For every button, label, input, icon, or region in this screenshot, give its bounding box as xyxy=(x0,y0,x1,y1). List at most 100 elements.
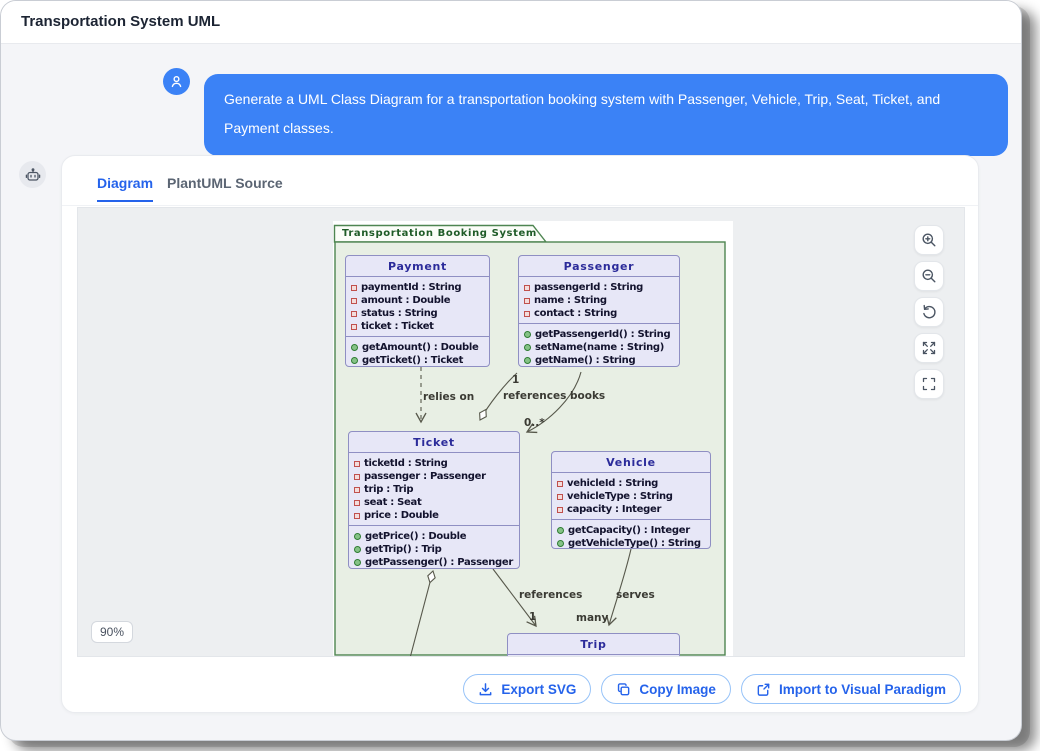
class-name: Trip xyxy=(508,634,679,655)
attributes-section: paymentId : String amount : Double statu… xyxy=(346,277,489,336)
edge-books xyxy=(525,371,582,434)
private-field-icon xyxy=(557,493,563,500)
zoom-out-icon xyxy=(921,268,937,284)
tab-diagram[interactable]: Diagram xyxy=(97,175,154,202)
class-attribute: vehicleId : String xyxy=(567,478,659,489)
edge-label-relies-on: relies on xyxy=(423,391,475,403)
class-attribute: passenger : Passenger xyxy=(364,471,486,482)
class-method: getPassengerId() : String xyxy=(535,329,671,340)
class-attribute: trip : Trip xyxy=(364,484,414,495)
export-svg-label: Export SVG xyxy=(501,681,577,697)
import-visual-paradigm-button[interactable]: Import to Visual Paradigm xyxy=(740,674,961,704)
class-name: Payment xyxy=(346,256,489,277)
class-ticket: Ticket ticketId : String passenger : Pas… xyxy=(348,431,520,569)
user-message-bubble: Generate a UML Class Diagram for a trans… xyxy=(204,74,1008,156)
class-attribute: ticket : Ticket xyxy=(361,321,434,332)
app-header: Transportation System UML xyxy=(1,1,1021,44)
expand-arrows-button[interactable] xyxy=(914,333,944,363)
fullscreen-button[interactable] xyxy=(914,369,944,399)
class-method: getPrice() : Double xyxy=(365,531,467,542)
private-field-icon xyxy=(351,323,357,330)
public-method-icon xyxy=(557,540,564,547)
diagram-card: Diagram PlantUML Source xyxy=(61,155,979,713)
edge-seat-aggregation xyxy=(409,570,436,656)
footer-actions: Export SVG Copy Image Import to Visual P… xyxy=(463,674,961,704)
edge-multiplicity-zero-many: 0..* xyxy=(524,417,545,429)
methods-section: getAmount() : Double getTicket() : Ticke… xyxy=(346,336,489,366)
methods-section: getCapacity() : Integer getVehicleType()… xyxy=(552,519,710,548)
zoom-out-button[interactable] xyxy=(914,261,944,291)
public-method-icon xyxy=(351,344,358,351)
class-attribute: capacity : Integer xyxy=(567,504,662,515)
class-payment: Payment paymentId : String amount : Doub… xyxy=(345,255,490,367)
private-field-icon xyxy=(354,512,360,519)
public-method-icon xyxy=(557,527,564,534)
edge-references-trip xyxy=(492,568,537,628)
class-attribute: seat : Seat xyxy=(364,497,422,508)
class-method: getAmount() : Double xyxy=(362,342,479,353)
class-attribute: amount : Double xyxy=(361,295,451,306)
class-name: Ticket xyxy=(349,432,519,453)
edge-label-references-passenger: references xyxy=(503,390,567,402)
zoom-in-icon xyxy=(921,232,937,248)
copy-image-button[interactable]: Copy Image xyxy=(601,674,731,704)
class-name: Vehicle xyxy=(552,452,710,473)
class-attribute: ticketId : String xyxy=(364,458,448,469)
methods-section: getPrice() : Double getTrip() : Trip get… xyxy=(349,525,519,568)
private-field-icon xyxy=(524,310,530,317)
export-svg-button[interactable]: Export SVG xyxy=(463,674,592,704)
public-method-icon xyxy=(354,559,361,566)
class-passenger: Passenger passengerId : String name : St… xyxy=(518,255,680,367)
private-field-icon xyxy=(354,460,360,467)
public-method-icon xyxy=(354,533,361,540)
zoom-level-badge: 90% xyxy=(91,621,134,643)
class-attribute: paymentId : String xyxy=(361,282,462,293)
class-method: getName() : String xyxy=(535,355,636,366)
class-method: setName(name : String) xyxy=(535,342,665,353)
diagram-viewport[interactable]: Transportation Booking System Payment pa… xyxy=(77,207,965,657)
private-field-icon xyxy=(557,506,563,513)
private-field-icon xyxy=(557,480,563,487)
edge-label-books: books xyxy=(570,390,606,402)
edge-references-passenger xyxy=(479,372,518,421)
class-attribute: vehicleType : String xyxy=(567,491,673,502)
class-trip: Trip xyxy=(507,633,680,656)
zoom-in-button[interactable] xyxy=(914,225,944,255)
class-attribute: price : Double xyxy=(364,510,439,521)
private-field-icon xyxy=(354,486,360,493)
user-avatar xyxy=(163,68,190,95)
private-field-icon xyxy=(354,499,360,506)
reset-icon xyxy=(921,304,937,320)
tab-bar: Diagram PlantUML Source xyxy=(62,156,978,206)
zoom-controls xyxy=(914,225,944,399)
class-name: Passenger xyxy=(519,256,679,277)
assistant-avatar xyxy=(19,161,46,188)
edge-serves xyxy=(606,548,632,627)
private-field-icon xyxy=(524,297,530,304)
tab-plantuml-source[interactable]: PlantUML Source xyxy=(167,175,283,191)
package-title: Transportation Booking System xyxy=(342,228,537,239)
class-method: getPassenger() : Passenger xyxy=(365,557,513,568)
reset-view-button[interactable] xyxy=(914,297,944,327)
attributes-section: ticketId : String passenger : Passenger … xyxy=(349,453,519,525)
robot-icon xyxy=(25,167,41,183)
external-link-icon xyxy=(756,682,771,697)
class-attribute: passengerId : String xyxy=(534,282,644,293)
public-method-icon xyxy=(524,331,531,338)
private-field-icon xyxy=(354,473,360,480)
copy-image-label: Copy Image xyxy=(639,681,716,697)
page-title: Transportation System UML xyxy=(21,13,221,30)
attributes-section: vehicleId : String vehicleType : String … xyxy=(552,473,710,519)
class-attribute: name : String xyxy=(534,295,607,306)
private-field-icon xyxy=(351,297,357,304)
user-message-text: Generate a UML Class Diagram for a trans… xyxy=(224,91,941,136)
public-method-icon xyxy=(351,357,358,364)
uml-diagram-image: Transportation Booking System Payment pa… xyxy=(333,221,733,656)
class-attribute: contact : String xyxy=(534,308,617,319)
private-field-icon xyxy=(351,310,357,317)
private-field-icon xyxy=(524,284,530,291)
edge-multiplicity-many: many xyxy=(576,612,609,624)
public-method-icon xyxy=(524,344,531,351)
import-visual-paradigm-label: Import to Visual Paradigm xyxy=(778,681,946,697)
download-icon xyxy=(478,682,493,697)
